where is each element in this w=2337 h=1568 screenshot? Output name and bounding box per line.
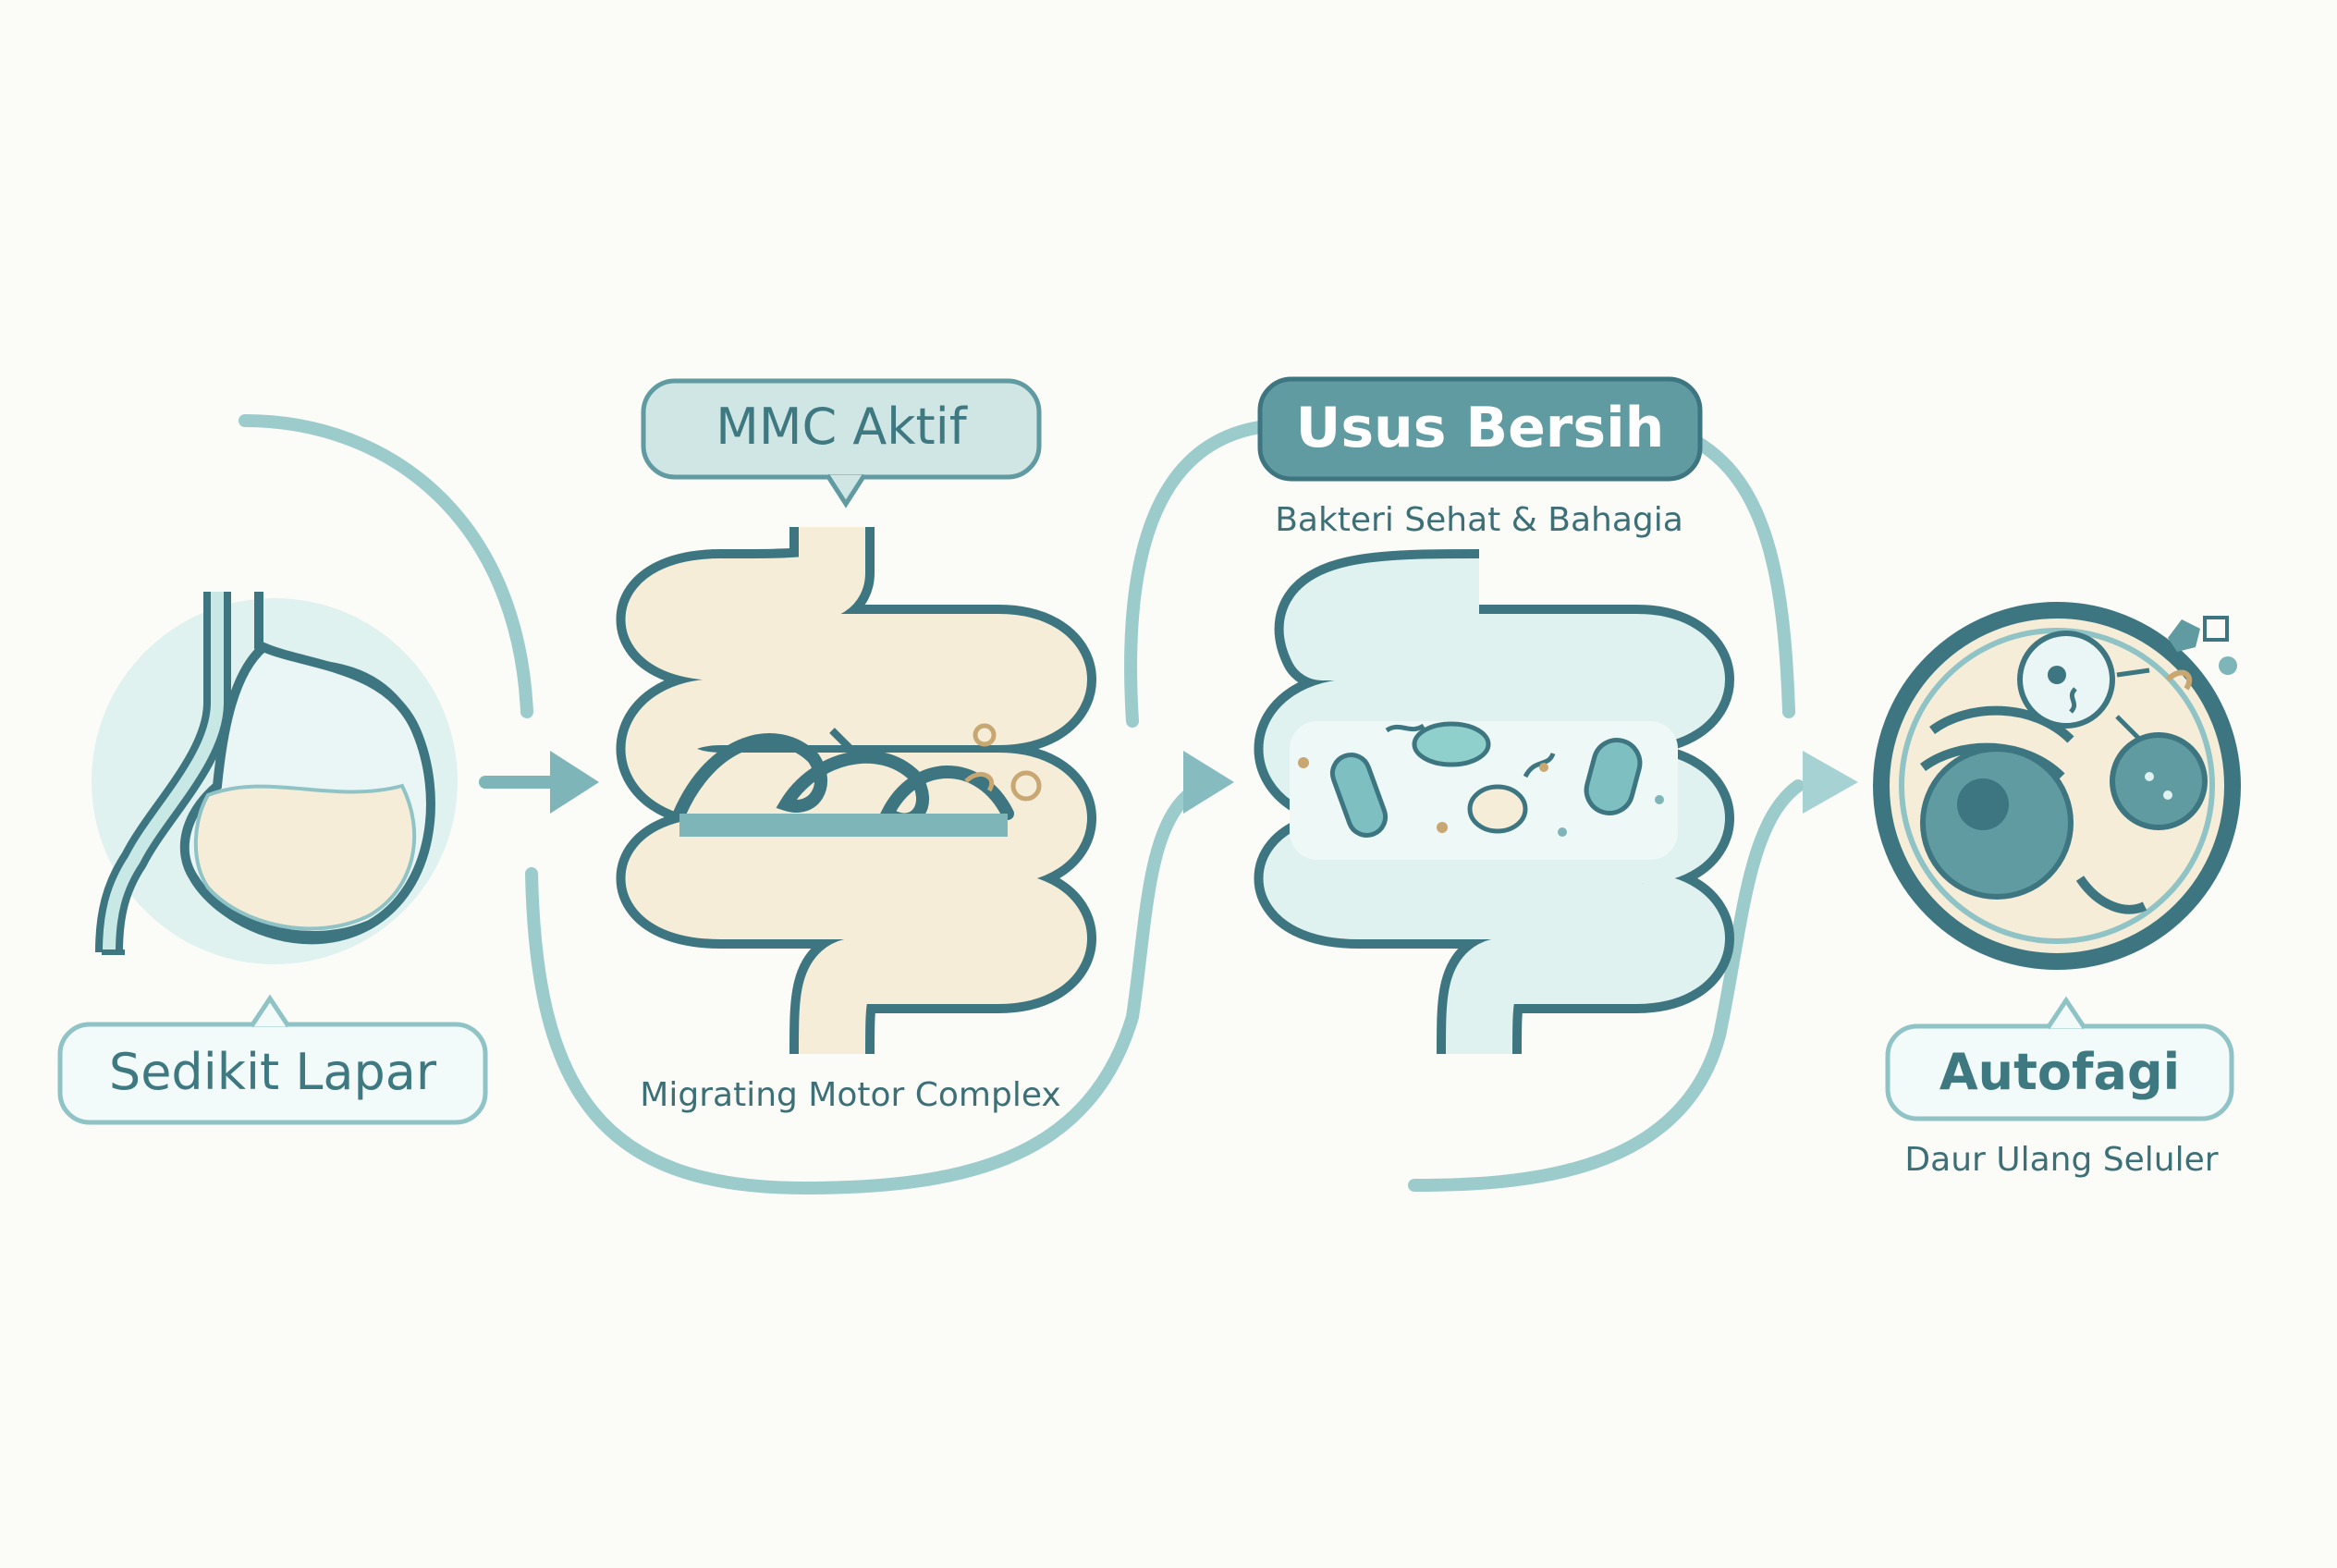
pill-mmc-aktif: [641, 378, 1042, 508]
arrow-3: [1803, 751, 1858, 814]
step-4-subtitle: Daur Ulang Seluler: [1904, 1141, 2219, 1179]
curve-top-right: [1676, 428, 1795, 718]
flow-arrows: [479, 751, 1858, 814]
step-1-title: Sedikit Lapar: [108, 1043, 437, 1101]
pill-usus-bersih: [1257, 376, 1703, 482]
step-4-title: Autofagi: [1939, 1043, 2181, 1101]
wave: [673, 733, 1014, 827]
intestine-bacteria-icon: [1254, 549, 1734, 1055]
curve-bottom-left: [525, 789, 1194, 1195]
bacteria: [1329, 721, 1643, 838]
arrow-2: [1183, 751, 1234, 814]
stomach-icon: [92, 592, 458, 964]
pill-sedikit-lapar: [57, 994, 488, 1125]
curve-bottom-right: [1408, 779, 1805, 1192]
step-2-subtitle: Migrating Motor Complex: [640, 1076, 1061, 1114]
step-3-title: Usus Bersih: [1295, 396, 1665, 460]
curve-top-mid: [1124, 419, 1282, 728]
arrow-1: [479, 751, 599, 814]
cell-autophagy-icon: [1873, 602, 2241, 970]
intestine-wave-icon: [616, 527, 1096, 1055]
connector-curves: [239, 414, 1805, 1195]
curve-top-left: [239, 414, 533, 718]
step-3-subtitle: Bakteri Sehat & Bahagia: [1275, 501, 1683, 539]
pill-autofagi: [1885, 996, 2234, 1121]
step-2-title: MMC Aktif: [716, 398, 967, 456]
